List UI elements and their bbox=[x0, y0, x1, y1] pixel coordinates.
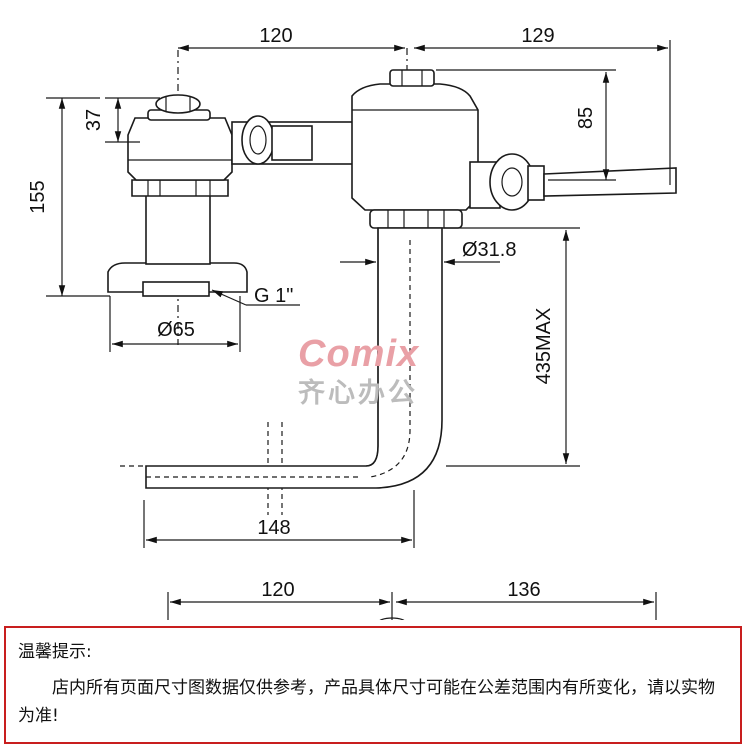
dim-148: 148 bbox=[257, 517, 290, 539]
watermark-brand: Comix bbox=[298, 333, 420, 375]
dim-37: 37 bbox=[83, 109, 105, 131]
notice-body: 店内所有页面尺寸图数据仅供参考，产品具体尺寸可能在公差范围内有所变化，请以实物为… bbox=[18, 678, 715, 726]
dim-85: 85 bbox=[575, 107, 597, 129]
flush-valve-dimension-drawing: 120 129 37 155 85 Ø31.8 G 1" Ø65 435MAX … bbox=[27, 25, 677, 620]
dim-136-lower: 136 bbox=[507, 579, 540, 601]
dimension-lines bbox=[46, 40, 671, 620]
main-valve-body bbox=[351, 69, 677, 229]
dim-129: 129 bbox=[521, 25, 554, 47]
left-inlet-assembly bbox=[107, 94, 358, 297]
dim-diameter-31-8: Ø31.8 bbox=[462, 239, 516, 261]
dim-diameter-65: Ø65 bbox=[157, 319, 195, 341]
dim-435-max: 435MAX bbox=[533, 308, 555, 385]
flush-pipe bbox=[120, 227, 443, 489]
notice-title: 温馨提示: bbox=[18, 642, 92, 662]
notice-box: 温馨提示: 店内所有页面尺寸图数据仅供参考，产品具体尺寸可能在公差范围内有所变化… bbox=[4, 626, 742, 744]
watermark-subtitle: 齐心办公 bbox=[298, 377, 418, 409]
dim-155: 155 bbox=[27, 180, 49, 213]
dim-120-lower: 120 bbox=[261, 579, 294, 601]
dim-120-top: 120 bbox=[259, 25, 292, 47]
dim-thread-g1: G 1" bbox=[254, 285, 293, 307]
